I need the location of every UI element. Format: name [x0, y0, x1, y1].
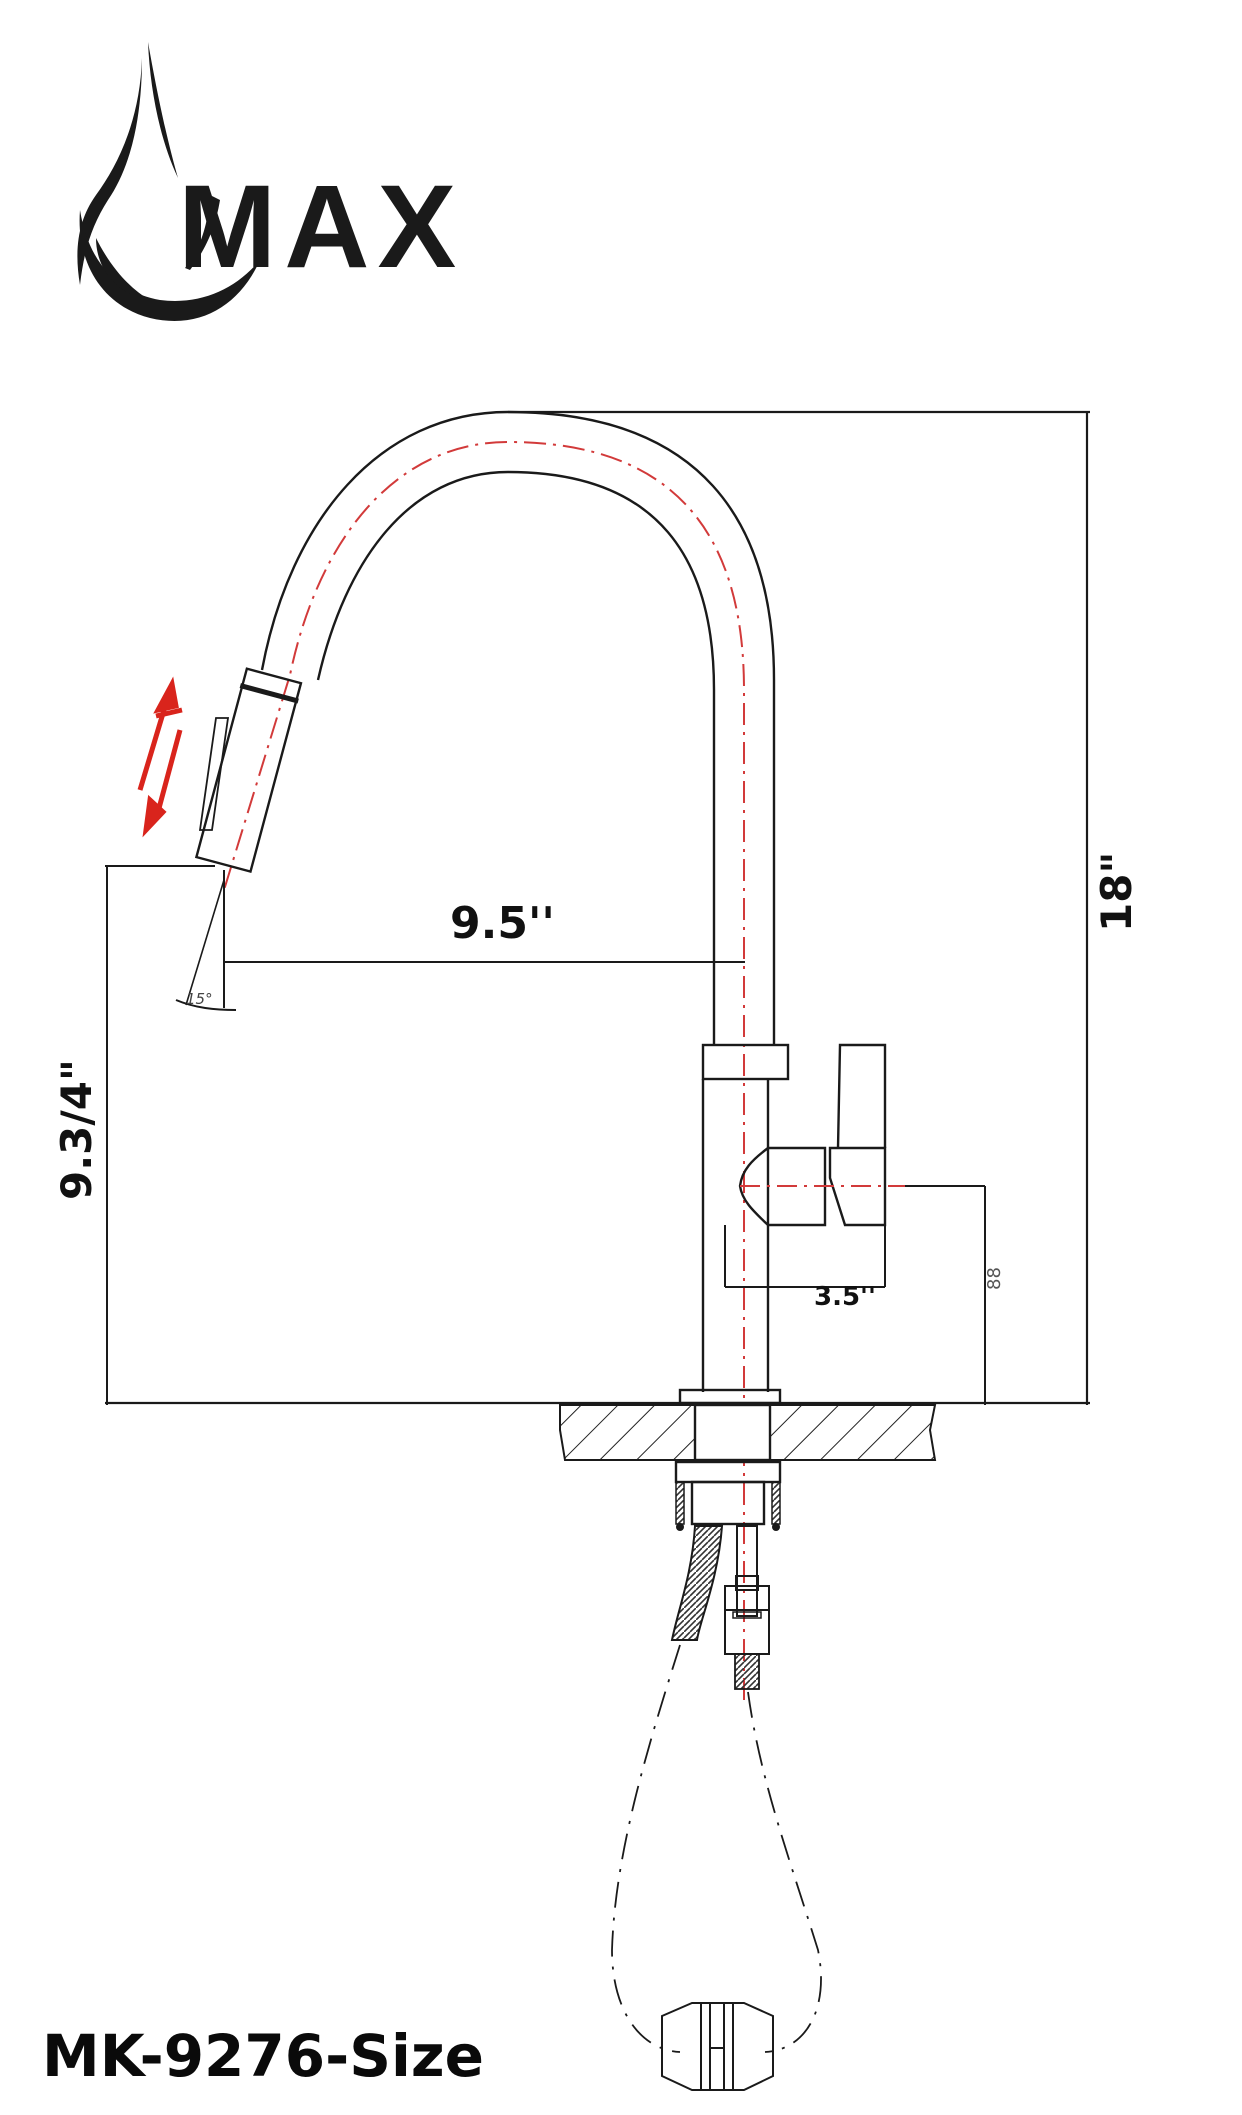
spout-reach-label: 9.5'' [450, 898, 555, 949]
spray-head-stowed [661, 2002, 774, 2091]
spray-head [194, 667, 303, 874]
logo-swoosh [185, 195, 220, 270]
handle-reach-label: 3.5'' [814, 1282, 876, 1312]
spout-clearance-label: 9.3/4" [52, 1059, 101, 1200]
model-label: MK-9276-Size [42, 2022, 484, 2090]
spray-angle-label: 15° [186, 990, 213, 1008]
water-drop-icon [77, 42, 260, 321]
bidirectional-arrow-icon [137, 676, 183, 838]
handle [738, 1043, 887, 1227]
handle-height-label: 88 [984, 1267, 1005, 1290]
brand-name: MAX [178, 161, 465, 293]
total-height-label: 18" [1092, 851, 1141, 932]
